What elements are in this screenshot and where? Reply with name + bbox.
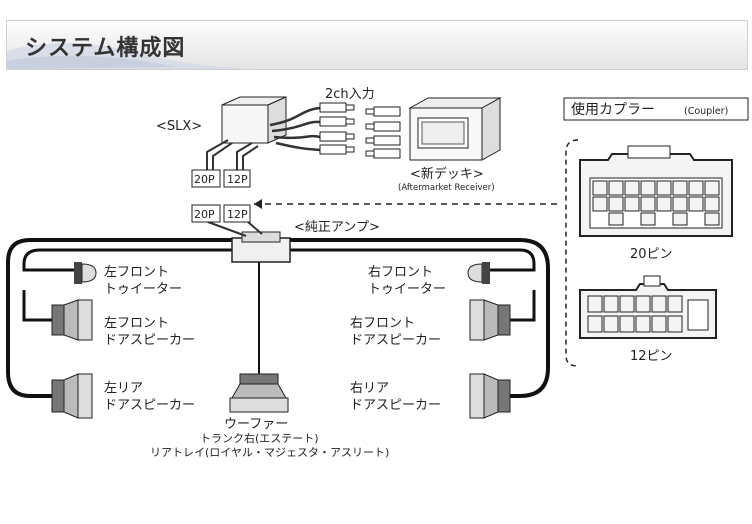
aftermarket-receiver xyxy=(408,97,502,161)
amp-connector-20p-label: 20P xyxy=(194,208,215,221)
input-2ch-label: 2ch入力 xyxy=(325,87,375,102)
right-rear-door-speaker-icon xyxy=(469,373,511,419)
new-deck-en-label: (Aftermarket Receiver) xyxy=(398,183,495,193)
left-rear-door-label-1: 左リア xyxy=(104,381,143,396)
right-front-door-label-1: 右フロント xyxy=(350,316,415,331)
right-front-door-wire xyxy=(510,290,536,322)
right-rear-door-label-1: 右リア xyxy=(350,381,389,396)
woofer-note-rear-tray: リアトレイ(ロイヤル・マジェスタ・アスリート) xyxy=(150,446,389,459)
header-bar: システム構成図 xyxy=(6,20,748,70)
slx-connector-20p-label: 20P xyxy=(194,173,215,186)
left-front-tweeter-label-1: 左フロント xyxy=(104,265,169,280)
coupler-title-en: (Coupler) xyxy=(684,106,728,117)
left-front-door-speaker-icon xyxy=(51,299,93,341)
new-deck-label: <新デッキ> xyxy=(410,166,484,182)
header-swoosh-decoration xyxy=(7,43,257,69)
right-front-tweeter-label-2: トゥイーター xyxy=(368,282,446,297)
woofer-icon xyxy=(229,373,289,413)
woofer-note-estate: トランク右(エステート) xyxy=(200,431,319,445)
left-front-door-label-1: 左フロント xyxy=(104,316,169,331)
left-speaker-wire xyxy=(6,238,480,398)
amp-connectors: 20P 12P xyxy=(191,204,251,223)
left-front-door-wire xyxy=(22,290,52,322)
coupler-pointer-arrow xyxy=(254,199,262,209)
rca-plugs xyxy=(319,102,401,159)
coupler-title-box xyxy=(563,97,749,121)
amp-connector-12p-label: 12P xyxy=(227,208,248,221)
page-title: システム構成図 xyxy=(25,36,186,61)
woofer-label: ウーファー xyxy=(224,417,288,432)
right-front-tweeter-label-1: 右フロント xyxy=(368,265,433,280)
stock-amp xyxy=(207,221,291,263)
left-rear-door-label-2: ドアスピーカー xyxy=(104,398,195,413)
coupler-12pin-drawing xyxy=(579,275,717,339)
slx-connectors: 20P 12P xyxy=(191,169,251,188)
right-tweeter-wire xyxy=(290,248,536,272)
left-front-tweeter-icon xyxy=(74,262,97,284)
coupler-20pin-label: 20ピン xyxy=(630,247,673,262)
right-front-door-speaker-icon xyxy=(469,299,511,341)
slx-label: <SLX> xyxy=(156,119,202,134)
slx-connector-12p-label: 12P xyxy=(227,173,248,186)
left-rear-door-speaker-icon xyxy=(51,373,93,419)
right-front-tweeter-icon xyxy=(467,262,490,284)
right-rear-door-label-2: ドアスピーカー xyxy=(350,398,441,413)
slx-unit xyxy=(206,96,321,170)
stock-amp-label: <純正アンプ> xyxy=(294,220,380,235)
left-front-door-label-2: ドアスピーカー xyxy=(104,333,195,348)
coupler-20pin-drawing xyxy=(579,145,733,237)
left-tweeter-wire xyxy=(22,248,232,272)
coupler-12pin-label: 12ピン xyxy=(630,349,673,364)
left-front-tweeter-label-2: トゥイーター xyxy=(104,282,182,297)
right-speaker-wire xyxy=(30,238,550,398)
right-front-door-label-2: ドアスピーカー xyxy=(350,333,441,348)
coupler-title: 使用カプラー xyxy=(571,101,655,118)
coupler-panel: 使用カプラー (Coupler) 20ピン 12ピン xyxy=(563,97,749,367)
